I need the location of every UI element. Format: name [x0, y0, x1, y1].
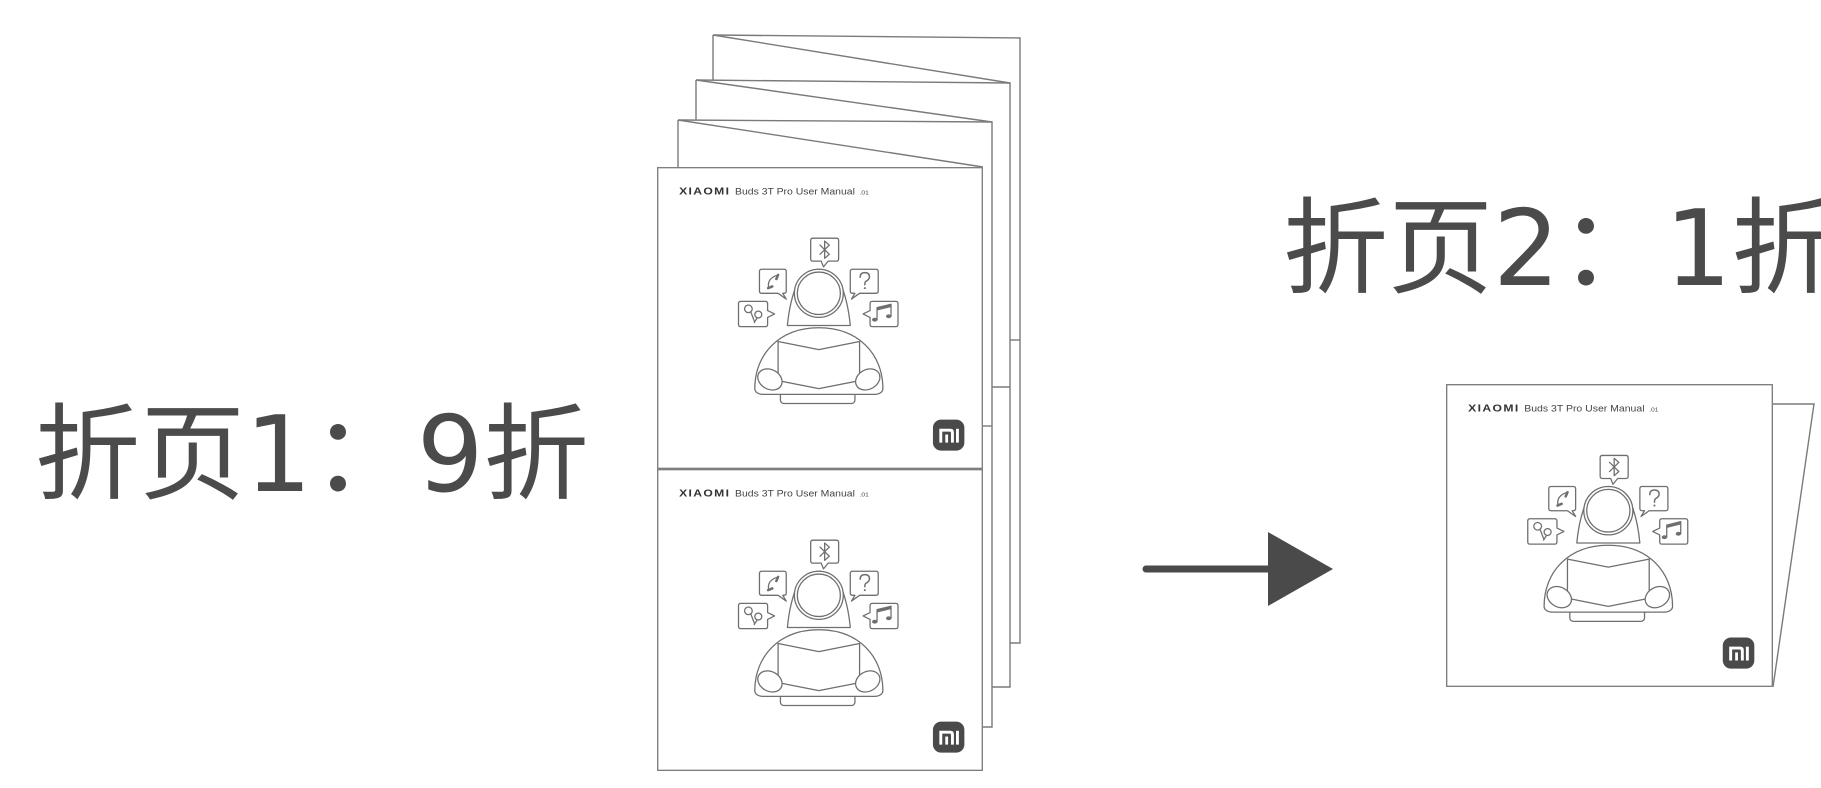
reader-face [797, 574, 840, 616]
brand-wordmark: XIAOMI [679, 489, 730, 500]
page-header: XIAOMI Buds 3T Pro User Manual .01 [679, 187, 869, 198]
phone-end [1566, 492, 1568, 496]
note-head [872, 620, 877, 624]
phone-end [768, 286, 772, 288]
page-number: .01 [860, 191, 869, 197]
arrow-right-icon [1146, 532, 1333, 606]
mi-logo-m-stem [1735, 652, 1738, 660]
reader-face [797, 272, 840, 314]
manual-page-drawing: XIAOMI Buds 3T Pro User Manual .01 [657, 469, 983, 771]
manual-page-bottom-panel: XIAOMI Buds 3T Pro User Manual .01 [657, 469, 983, 771]
mi-logo-i [1746, 647, 1749, 661]
note-head [872, 318, 877, 322]
note-head [886, 616, 891, 620]
mi-logo-m-stem [945, 737, 948, 745]
mi-logo-icon [1723, 637, 1755, 668]
sheet-fold [696, 80, 992, 122]
mi-logo-icon [933, 722, 964, 753]
mi-logo-badge [1723, 637, 1755, 668]
question-dot [864, 589, 866, 591]
reader-face [1587, 489, 1630, 532]
manual-page-top-panel: XIAOMI Buds 3T Pro User Manual .01 [657, 167, 983, 469]
mi-logo-badge [933, 420, 964, 451]
page-number: .01 [860, 493, 869, 499]
brand-wordmark: XIAOMI [679, 187, 730, 198]
mi-logo-i [956, 731, 959, 745]
phone-end [768, 588, 772, 590]
manual-single-page: XIAOMI Buds 3T Pro User Manual .01 [1446, 384, 1773, 687]
question-dot [1653, 505, 1655, 507]
manual-title: Buds 3T Pro User Manual [735, 489, 855, 500]
page-header: XIAOMI Buds 3T Pro User Manual .01 [1468, 404, 1658, 415]
mi-logo-m-stem [945, 435, 948, 443]
note-head [1662, 535, 1667, 539]
manual-page-drawing: XIAOMI Buds 3T Pro User Manual .01 [1446, 384, 1773, 687]
phone-end [776, 577, 778, 581]
note-head [886, 314, 891, 318]
arrow-head [1268, 532, 1333, 606]
note-head [1676, 532, 1681, 536]
mi-logo-icon [933, 420, 964, 451]
sheet-fold [678, 120, 983, 167]
single-fold-back-sheet [1773, 404, 1814, 687]
manual-title: Buds 3T Pro User Manual [735, 187, 855, 198]
mi-logo-i [956, 429, 959, 443]
brand-wordmark: XIAOMI [1468, 404, 1519, 415]
phone-end [1558, 504, 1562, 506]
page-header: XIAOMI Buds 3T Pro User Manual .01 [679, 489, 869, 500]
page-number: .01 [1649, 408, 1658, 414]
manual-title: Buds 3T Pro User Manual [1524, 404, 1644, 415]
phone-end [776, 275, 778, 279]
manual-page-drawing: XIAOMI Buds 3T Pro User Manual .01 [657, 167, 983, 469]
sheet-fold [713, 35, 1010, 83]
mi-logo-badge [933, 722, 964, 753]
question-dot [864, 287, 866, 289]
